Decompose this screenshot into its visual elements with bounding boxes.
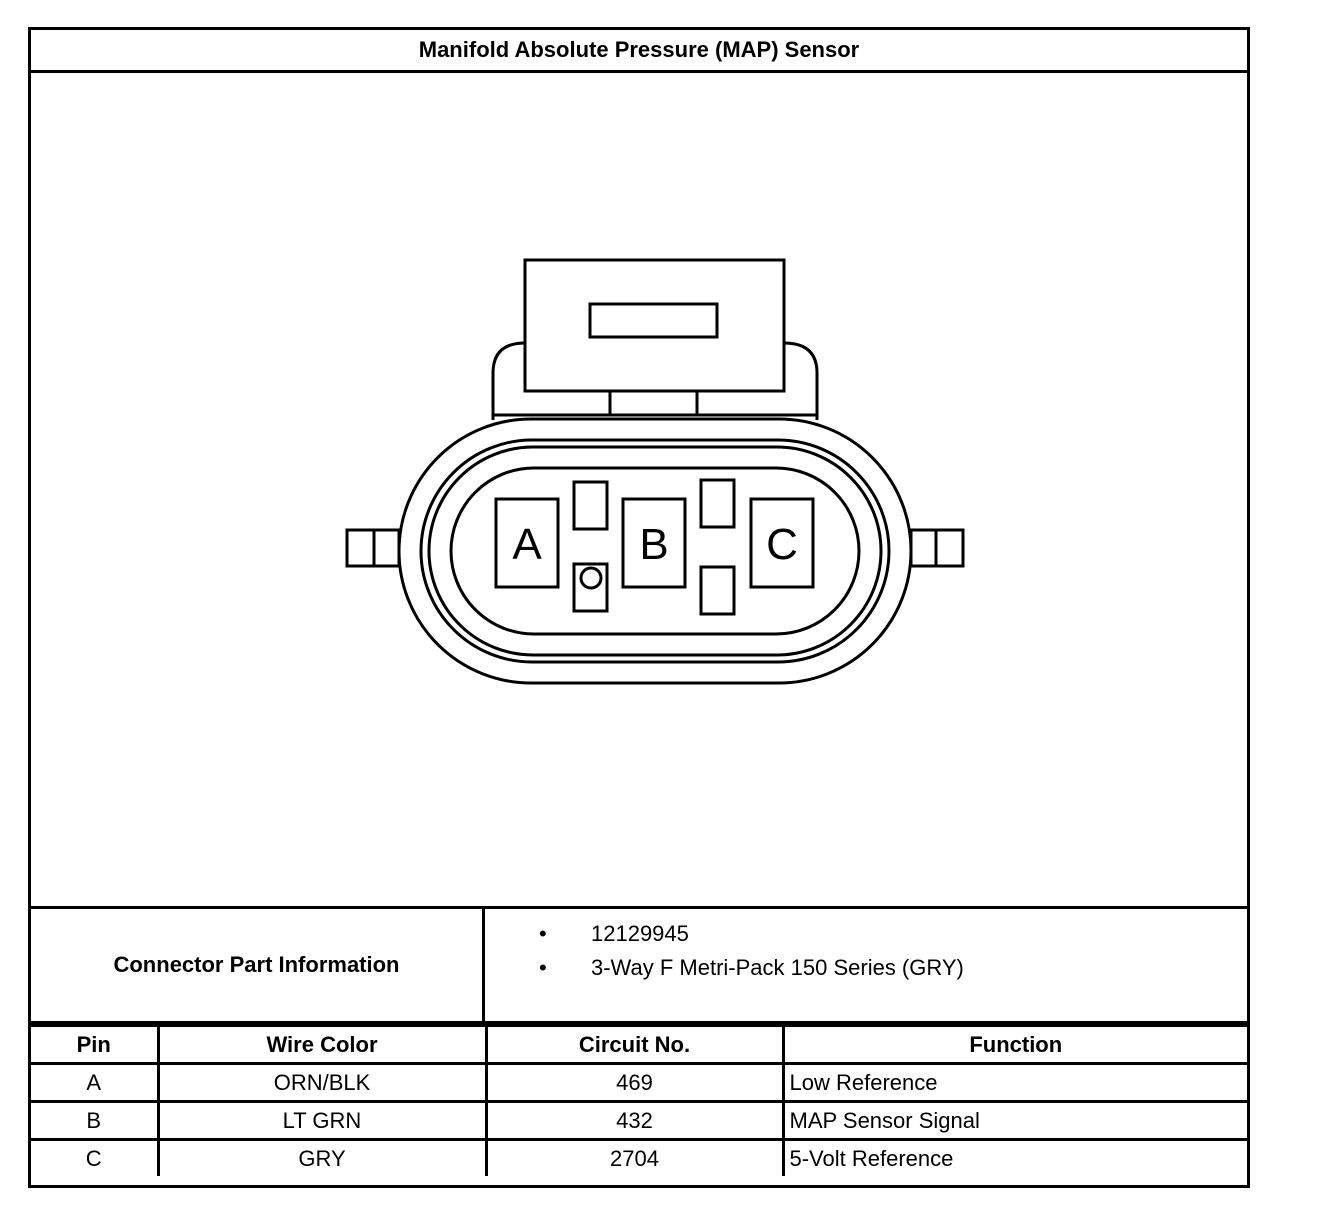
cell-circuit: 2704 xyxy=(484,1138,785,1176)
pin-label-a: A xyxy=(512,520,542,569)
diagram-title: Manifold Absolute Pressure (MAP) Sensor xyxy=(31,30,1247,73)
cell-pin: A xyxy=(31,1062,160,1103)
connector-shell-ring xyxy=(419,438,891,664)
connector-end-view-frame: Manifold Absolute Pressure (MAP) Sensor xyxy=(28,27,1250,1188)
pin-cavity-a xyxy=(494,497,560,589)
cell-wire-color: LT GRN xyxy=(156,1100,488,1141)
table-row: B LT GRN 432 MAP Sensor Signal xyxy=(31,1100,1247,1141)
connector-shoulder-left xyxy=(491,341,526,420)
cell-function: Low Reference xyxy=(781,1062,1247,1103)
bullet-icon: • xyxy=(539,955,547,980)
header-pin: Pin xyxy=(31,1024,160,1065)
part-number: 12129945 xyxy=(591,921,689,946)
key-slot-2 xyxy=(572,562,609,613)
key-slot-1 xyxy=(572,480,609,531)
cell-function: MAP Sensor Signal xyxy=(781,1100,1247,1141)
connector-part-info-label: Connector Part Information xyxy=(31,909,485,1021)
cell-pin: B xyxy=(31,1100,160,1141)
pin-table-header: Pin Wire Color Circuit No. Function xyxy=(31,1024,1247,1065)
cell-circuit: 432 xyxy=(484,1100,785,1141)
key-slot-3 xyxy=(699,478,736,529)
header-wire-color: Wire Color xyxy=(156,1024,488,1065)
connector-description: 3-Way F Metri-Pack 150 Series (GRY) xyxy=(591,955,964,980)
cell-wire-color: GRY xyxy=(156,1138,488,1176)
lock-tab-slot xyxy=(588,302,719,339)
connector-part-info-list: • 12129945 • 3-Way F Metri-Pack 150 Seri… xyxy=(485,909,1247,1021)
bullet-icon: • xyxy=(539,921,547,946)
cell-wire-color: ORN/BLK xyxy=(156,1062,488,1103)
pin-cavity-b xyxy=(621,497,687,589)
pin-label-c: C xyxy=(766,520,798,569)
pin-cavity-c xyxy=(749,497,815,589)
key-round xyxy=(579,566,603,590)
table-row: A ORN/BLK 469 Low Reference xyxy=(31,1062,1247,1103)
header-circuit-no: Circuit No. xyxy=(484,1024,785,1065)
pin-table: Pin Wire Color Circuit No. Function A OR… xyxy=(31,1024,1247,1176)
connector-diagram: A B C xyxy=(31,73,1247,906)
cell-function: 5-Volt Reference xyxy=(781,1138,1247,1176)
connector-shell-ring-inner xyxy=(427,445,883,657)
table-row: C GRY 2704 5-Volt Reference xyxy=(31,1138,1247,1176)
cell-pin: C xyxy=(31,1138,160,1176)
cell-circuit: 469 xyxy=(484,1062,785,1103)
pin-label-b: B xyxy=(639,520,668,569)
connector-shoulder-right xyxy=(783,341,819,420)
connector-face xyxy=(449,466,861,636)
key-slot-4 xyxy=(699,565,736,616)
header-function: Function xyxy=(781,1024,1247,1065)
connector-part-info: Connector Part Information • 12129945 • … xyxy=(31,906,1247,1024)
connector-drawing: A B C xyxy=(345,258,965,685)
connector-lock-tab xyxy=(523,258,786,393)
